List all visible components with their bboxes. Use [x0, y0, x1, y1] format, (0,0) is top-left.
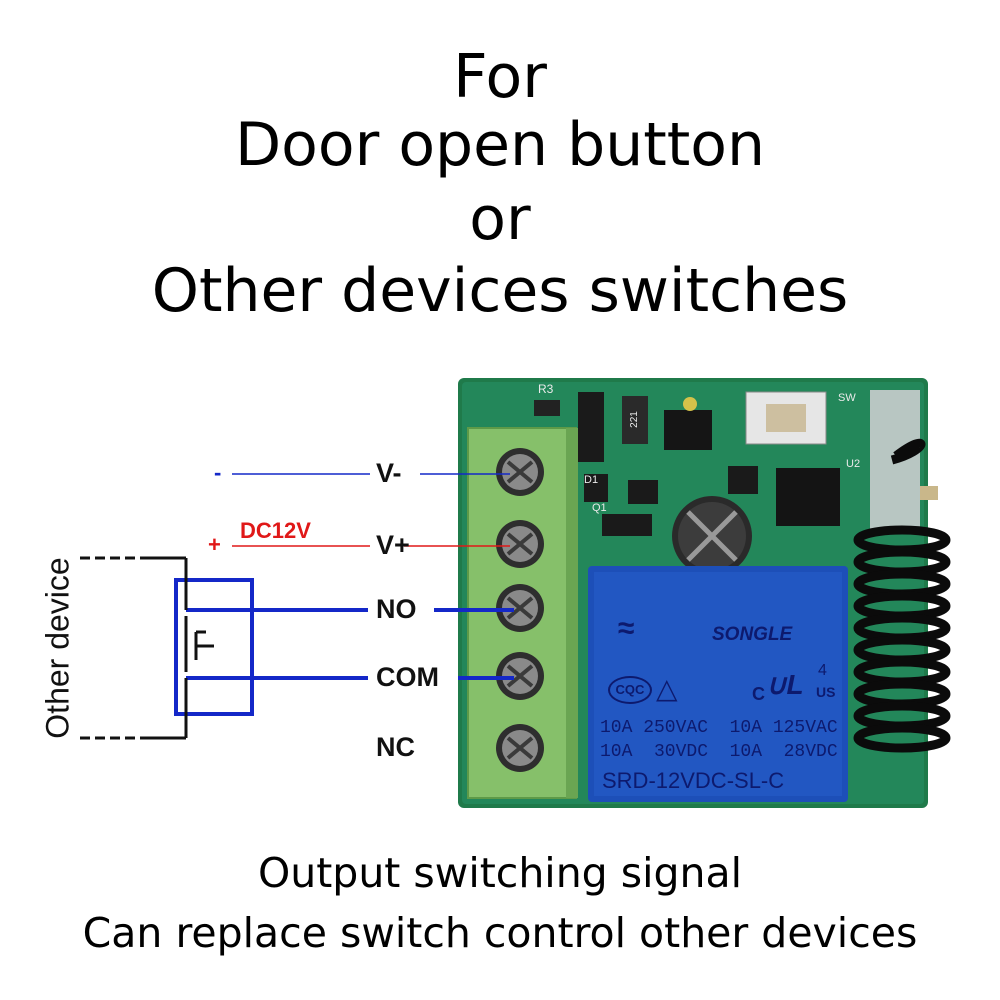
terminal-label-no: NO — [376, 594, 417, 624]
relay-ul-c: C — [752, 684, 765, 704]
relay-rating-1: 10A 250VAC 10A 125VAC — [600, 718, 838, 738]
terminal-screws — [496, 448, 544, 772]
relay-ul-num: 4 — [818, 662, 827, 679]
terminal-label-v-minus: V- — [376, 458, 402, 488]
ic-u2 — [776, 468, 840, 526]
label-q1: Q1 — [592, 502, 607, 514]
switch-box — [174, 578, 254, 716]
terminal-label-nc: NC — [376, 732, 415, 762]
label-r3: R3 — [538, 382, 554, 396]
plus-sign: + — [208, 532, 221, 557]
label-u2: U2 — [846, 458, 861, 470]
title-line-3: or — [469, 184, 531, 254]
relay-cqc: CQC — [608, 676, 652, 704]
relay-ul-us: US — [816, 684, 836, 700]
minus-sign: - — [214, 460, 222, 485]
ul-mark-icon: ∪L — [766, 669, 804, 700]
label-sw: SW — [838, 392, 856, 404]
push-switch-icon — [184, 616, 214, 672]
caption-line-2: Can replace switch control other devices — [82, 909, 918, 957]
songle-logo-icon: ≈ — [618, 612, 635, 645]
other-device-label: Other device — [39, 557, 76, 739]
label-221: 221 — [628, 411, 640, 428]
caption-line-1: Output switching signal — [257, 849, 743, 897]
title-line-2: Door open button — [234, 110, 766, 180]
capacitor-221 — [622, 396, 648, 444]
terminal-label-v-plus: V+ — [376, 530, 410, 560]
resistor-r3 — [534, 400, 560, 416]
terminal-label-com: COM — [376, 662, 439, 692]
title-line-1: For — [453, 42, 547, 112]
voltage-label: DC12V — [240, 518, 311, 543]
other-device-leads — [80, 556, 188, 740]
triangle-mark-icon: △ — [656, 673, 678, 704]
relay-model: SRD-12VDC-SL-C — [602, 768, 785, 793]
relay-rating-2: 10A 30VDC 10A 28VDC — [600, 742, 838, 762]
label-d1: D1 — [584, 474, 599, 486]
antenna-coil — [853, 438, 951, 753]
title-line-4: Other devices switches — [151, 256, 849, 326]
relay-brand: SONGLE — [712, 624, 793, 645]
